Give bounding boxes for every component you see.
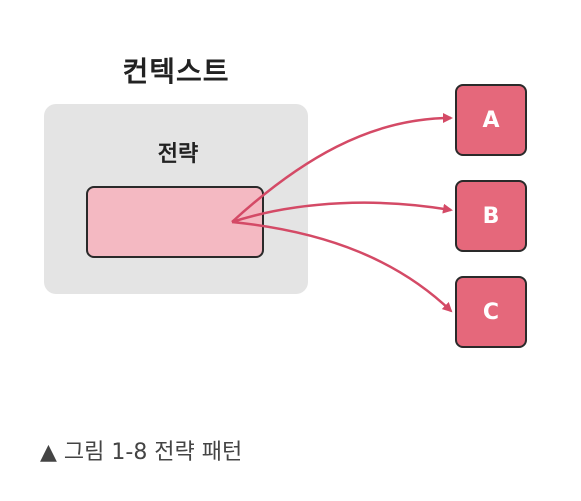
node-a: A (455, 84, 527, 156)
node-b: B (455, 180, 527, 252)
arrow-to-b (231, 201, 453, 224)
arrow-to-a (231, 113, 453, 223)
strategy-label: 전략 (157, 142, 199, 167)
arrow-to-c (231, 220, 453, 313)
figure-caption: ▲ 그림 1-8 전략 패턴 (40, 440, 243, 465)
context-title: 컨텍스트 (122, 55, 230, 88)
node-c: C (455, 276, 527, 348)
